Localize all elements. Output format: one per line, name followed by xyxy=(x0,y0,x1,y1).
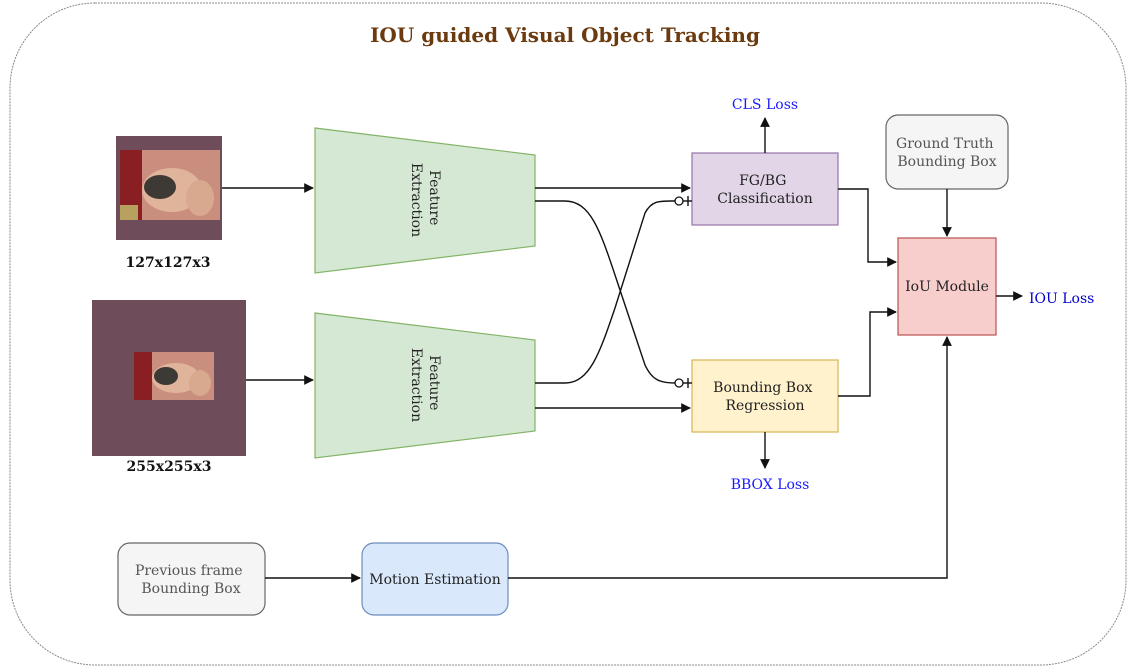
motion-to-iou-arrow xyxy=(508,336,952,579)
previous-frame-label-line1: Previous frame xyxy=(135,563,243,579)
svg-text:Previous frame Bounding: Previous frame Bounding Box xyxy=(135,563,247,597)
feature-bottom-label-line1: Feature xyxy=(426,355,442,410)
classification-box: FG/BG Classification xyxy=(691,152,839,226)
iou-module-label: IoU Module xyxy=(905,279,989,295)
feature-bottom-to-classification-connector xyxy=(535,200,676,384)
regression-label-line2: Regression xyxy=(725,398,804,414)
template-size-label: 127x127x3 xyxy=(126,255,211,271)
regression-input-port xyxy=(674,378,684,388)
svg-text:Bounding Box Regression: Bounding Box Regression xyxy=(713,380,817,414)
feature-top-label-line1: Feature xyxy=(426,170,442,225)
ground-truth-label-line2: Bounding Box xyxy=(897,154,996,170)
diagram-title: IOU guided Visual Object Tracking xyxy=(370,23,760,47)
feature-extraction-bottom: Feature Extraction xyxy=(314,312,536,459)
feature-top-to-regression-connector xyxy=(535,200,676,384)
svg-text:FG/BG Classification: FG/BG Classification xyxy=(717,173,812,207)
ground-truth-label-line1: Ground Truth xyxy=(896,136,993,152)
svg-text:Feature Extraction: Feature Extraction xyxy=(408,348,442,422)
search-input-image xyxy=(92,300,246,456)
classification-label-line2: Classification xyxy=(717,191,812,207)
previous-frame-label-line2: Bounding Box xyxy=(141,581,240,597)
previous-frame-box: Previous frame Bounding Box xyxy=(117,542,266,616)
feature-extraction-top: Feature Extraction xyxy=(314,127,536,274)
svg-text:Ground Truth Bounding Bo: Ground Truth Bounding Box xyxy=(896,136,998,170)
bbox-loss-label: BBOX Loss xyxy=(731,477,810,493)
regression-to-iou-arrow xyxy=(838,307,897,397)
motion-estimation-box: Motion Estimation xyxy=(361,542,509,616)
diagram-frame xyxy=(9,2,1127,666)
search-size-label: 255x255x3 xyxy=(127,459,212,475)
feature-top-label-line2: Extraction xyxy=(408,163,424,237)
classification-input-port xyxy=(674,196,684,206)
cls-loss-label: CLS Loss xyxy=(732,97,798,113)
feature-bottom-label-line2: Extraction xyxy=(408,348,424,422)
classification-label-line1: FG/BG xyxy=(739,173,786,189)
regression-label-line1: Bounding Box xyxy=(713,380,812,396)
svg-text:Feature Extraction: Feature Extraction xyxy=(408,163,442,237)
template-input-image xyxy=(116,136,222,240)
iou-loss-label: IOU Loss xyxy=(1029,291,1094,307)
regression-box: Bounding Box Regression xyxy=(691,359,839,433)
motion-estimation-label: Motion Estimation xyxy=(369,572,500,588)
ground-truth-box: Ground Truth Bounding Box xyxy=(885,114,1009,190)
classification-to-iou-arrow xyxy=(838,188,897,267)
iou-module-box: IoU Module xyxy=(897,237,997,336)
